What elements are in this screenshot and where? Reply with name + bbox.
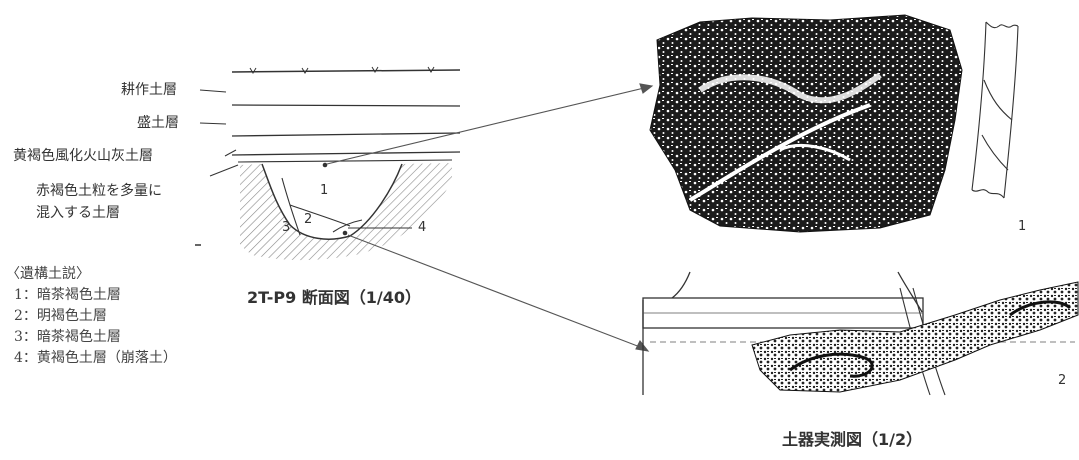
stray-mark [195, 244, 201, 246]
sample-point-1 [322, 162, 328, 168]
soil-section [195, 66, 461, 261]
reference-arrows [326, 83, 654, 352]
pit-number-4: 4 [418, 220, 427, 235]
label-ash-layer: 黄褐色風化火山灰土層 [13, 148, 153, 164]
label-red-layer-line2: 混入する土層 [36, 205, 120, 221]
legend-item-4: 4：黄褐色土層（崩落土） [14, 350, 177, 366]
label-plough-layer: 耕作土層 [121, 82, 177, 98]
pit-number-2: 2 [304, 212, 313, 227]
legend-item-2: 2：明褐色土層 [14, 308, 107, 324]
label-fill-layer: 盛土層 [137, 115, 179, 131]
ground-surface-line [231, 69, 461, 73]
layer-boundary-4 [237, 159, 453, 163]
pottery-caption: 土器実測図（1/2） [782, 430, 923, 449]
section-caption: 2T-P9 断面図（1/40） [247, 288, 422, 307]
sherd-number-2: 2 [1058, 373, 1067, 388]
layer-boundary-2 [231, 132, 461, 137]
pit-number-3: 3 [282, 220, 291, 235]
layer-boundary-1 [231, 104, 461, 107]
legend-item-1: 1：暗茶褐色土層 [14, 287, 121, 303]
pit-fill-boundary-a [281, 177, 301, 236]
pit-fill-boundary-b [289, 204, 351, 227]
label-leader-lines [199, 89, 412, 229]
sherd-number-1: 1 [1018, 219, 1027, 234]
sample-point-2 [342, 230, 348, 236]
legend-item-3: 3：暗茶褐色土層 [14, 329, 121, 345]
label-red-layer-line1: 赤褐色土粒を多量に [36, 183, 162, 199]
sherd-1-rubbing [649, 14, 963, 233]
pit-fill-boundary-c [332, 219, 363, 233]
substrate-hatching [240, 163, 452, 261]
pit-outline [261, 163, 403, 240]
vessel-2-drawing [642, 271, 1079, 396]
surface-vegetation-marks [249, 66, 435, 74]
sherd-1-profile [971, 21, 1019, 199]
legend-title: 〈遺構土説〉 [6, 266, 90, 282]
layer-boundary-3 [231, 151, 461, 156]
pit-number-1: 1 [320, 183, 329, 198]
